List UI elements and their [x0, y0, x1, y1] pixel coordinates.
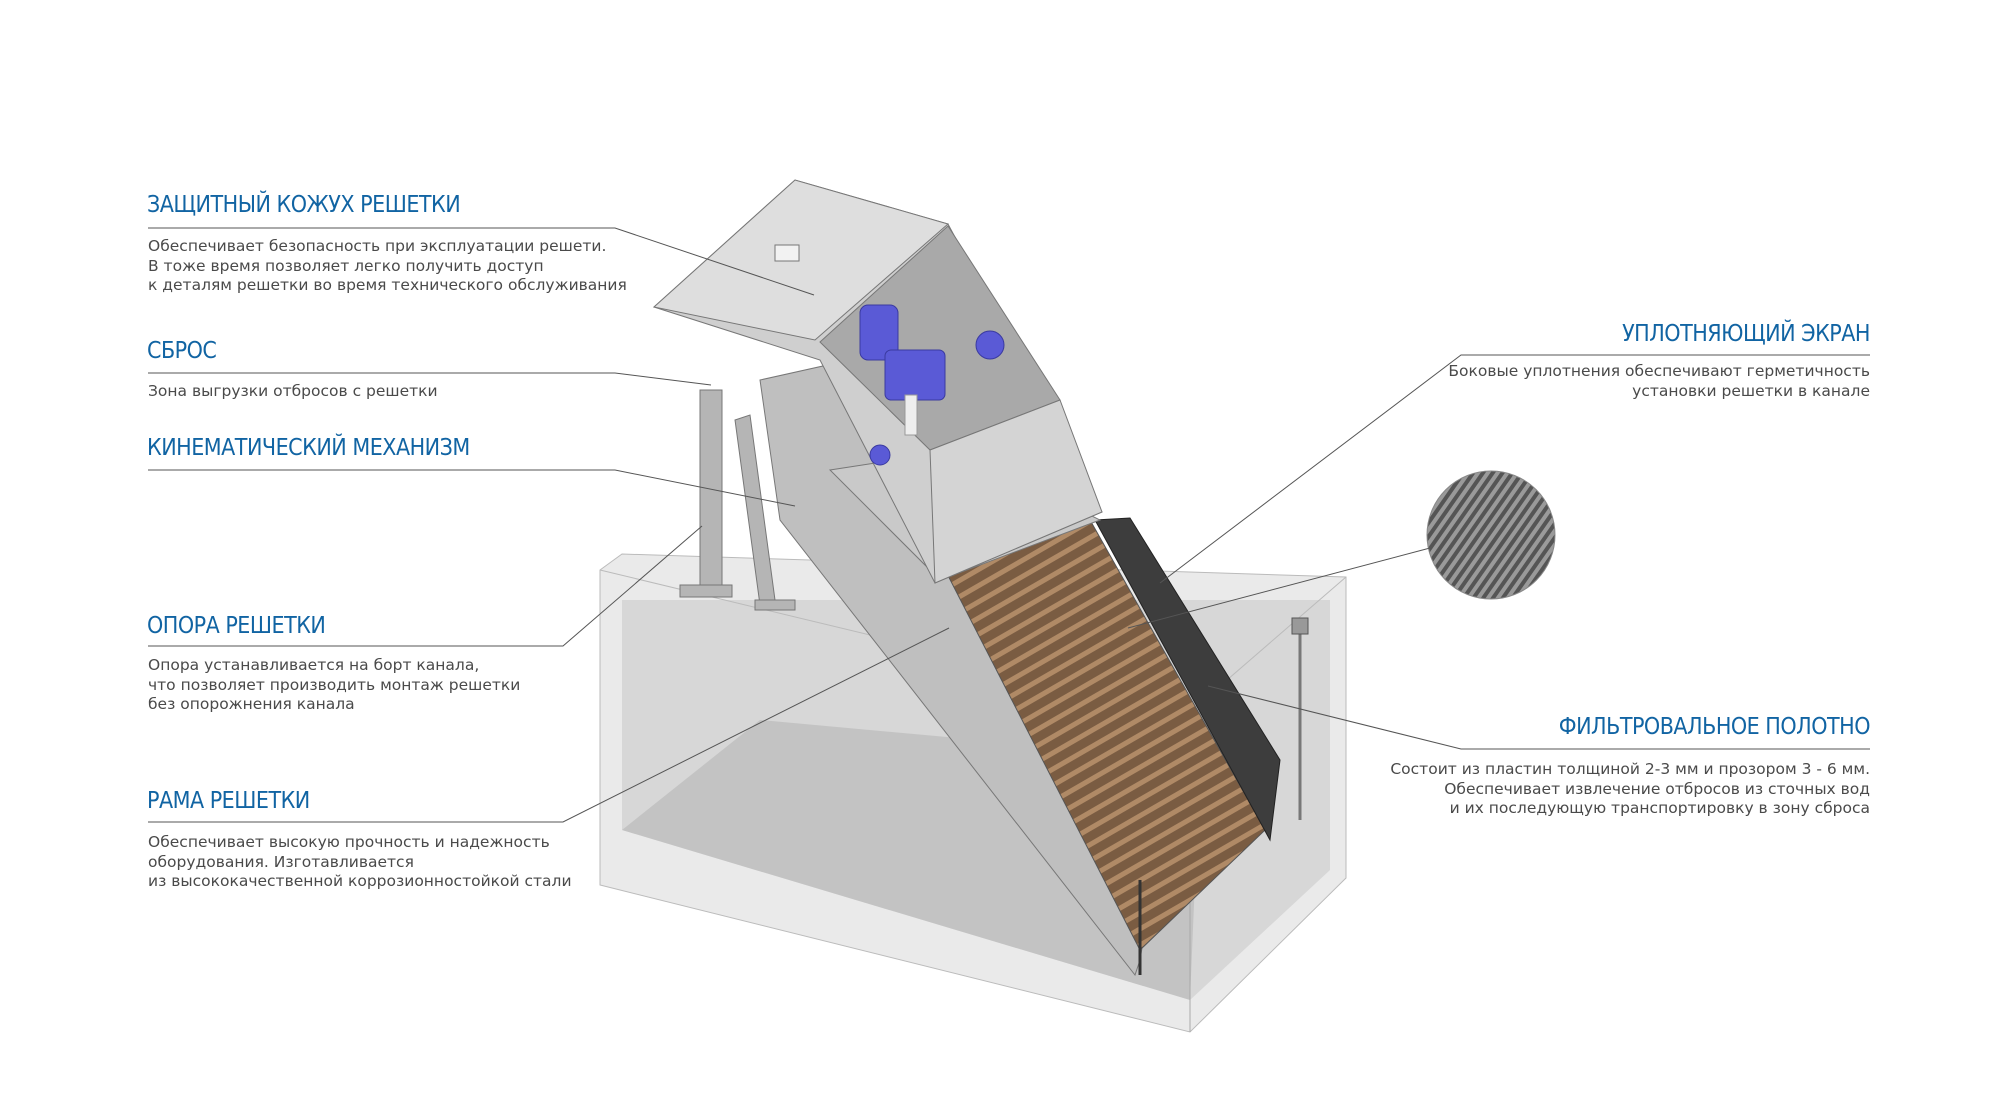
support-frame: [679, 389, 796, 611]
callout-description: Опора устанавливается на борт канала, чт…: [148, 656, 520, 715]
callout-title: КИНЕМАТИЧЕСКИЙ МЕХАНИЗМ: [147, 435, 470, 461]
callout-title: УПЛОТНЯЮЩИЙ ЭКРАН: [1622, 321, 1870, 347]
description-line: Обеспечивает высокую прочность и надежно…: [148, 833, 550, 851]
callout-description: Боковые уплотнения обеспечивают герметич…: [1448, 362, 1870, 401]
description-line: оборудования. Изготавливается: [148, 852, 414, 871]
protective-housing: [652, 179, 1103, 584]
callout-title: РАМА РЕШЕТКИ: [147, 788, 310, 814]
description-line: Зона выгрузки отбросов с решетки: [148, 382, 438, 400]
description-line: из высококачественной коррозионностойкой…: [148, 872, 572, 890]
description-line: что позволяет производить монтаж решетки: [148, 675, 521, 694]
drive-motor: [859, 304, 1005, 466]
description-line: Обеспечивает безопасность при эксплуатац…: [148, 237, 607, 255]
description-line: установки решетки в канале: [1632, 381, 1870, 400]
description-line: В тоже время позволяет легко получить до…: [148, 256, 544, 275]
mesh-magnifier: [1426, 470, 1556, 600]
callout-title: СБРОС: [147, 338, 217, 364]
callout-description: Зона выгрузки отбросов с решетки: [148, 382, 438, 402]
description-line: и их последующую транспортировку в зону …: [1449, 799, 1870, 817]
callout-title: ФИЛЬТРОВАЛЬНОЕ ПОЛОТНО: [1558, 714, 1871, 740]
description-line: к деталям решетки во время технического …: [148, 276, 627, 294]
callout-description: Состоит из пластин толщиной 2-3 мм и про…: [1390, 760, 1870, 819]
description-line: Обеспечивает извлечение отбросов из сточ…: [1444, 779, 1870, 798]
description-line: Боковые уплотнения обеспечивают герметич…: [1448, 362, 1870, 380]
description-line: без опорожнения канала: [148, 695, 355, 713]
callout-title: ЗАЩИТНЫЙ КОЖУХ РЕШЕТКИ: [147, 192, 461, 218]
callout-title: ОПОРА РЕШЕТКИ: [147, 613, 326, 639]
callout-description: Обеспечивает высокую прочность и надежно…: [148, 833, 572, 892]
callout-description: Обеспечивает безопасность при эксплуатац…: [148, 237, 627, 296]
description-line: Состоит из пластин толщиной 2-3 мм и про…: [1390, 760, 1870, 778]
leader-lines: [148, 227, 1870, 823]
description-line: Опора устанавливается на борт канала,: [148, 656, 480, 674]
